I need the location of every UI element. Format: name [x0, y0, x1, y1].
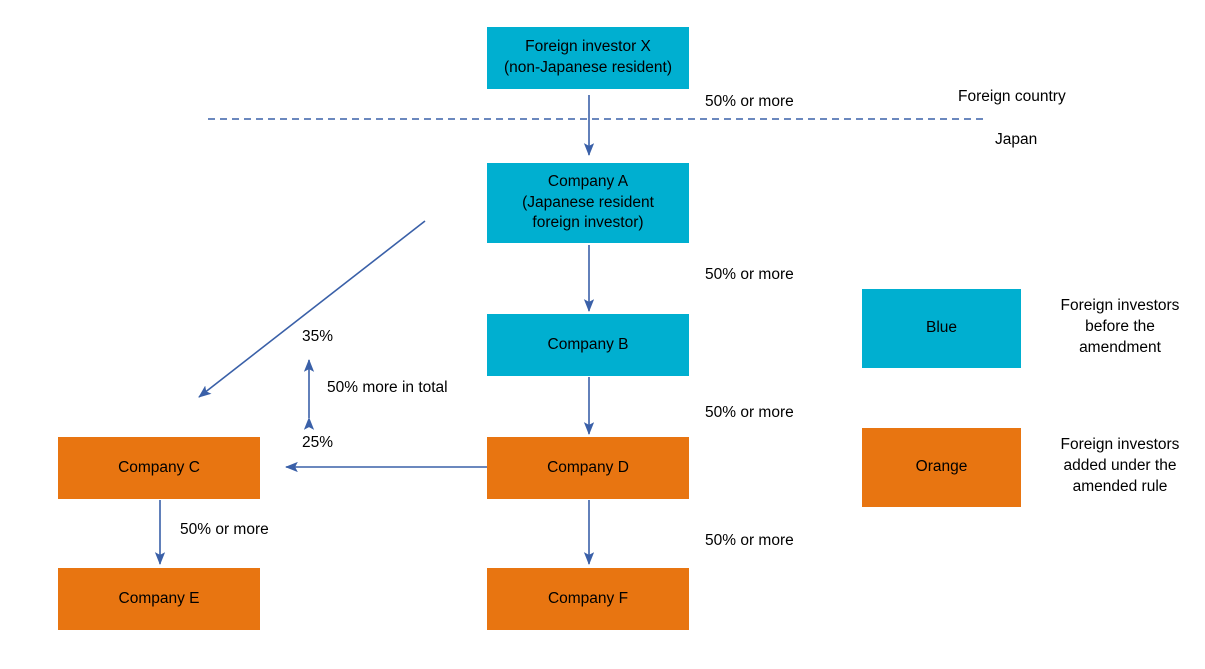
edge-label-x-to-a: 50% or more — [705, 93, 794, 110]
node-foreign-investor-x[interactable]: Foreign investor X (non-Japanese residen… — [487, 27, 689, 89]
edge-label-a-to-b: 50% or more — [705, 266, 794, 283]
node-company-b[interactable]: Company B — [487, 314, 689, 376]
edge-label-d-to-f: 50% or more — [705, 532, 794, 549]
legend-description-blue: Foreign investors before the amendment — [1060, 297, 1180, 356]
region-label-foreign-country: Foreign country — [958, 88, 1066, 105]
node-company-f[interactable]: Company F — [487, 568, 689, 630]
legend-swatch-blue: Blue — [862, 289, 1021, 368]
node-company-c[interactable]: Company C — [58, 437, 260, 499]
node-company-d[interactable]: Company D — [487, 437, 689, 499]
edge-label-d-to-c-percent: 25% — [302, 434, 334, 451]
node-company-e[interactable]: Company E — [58, 568, 260, 630]
legend-description-orange: Foreign investors added under the amende… — [1060, 436, 1180, 495]
edge-label-b-to-d: 50% or more — [705, 404, 794, 421]
node-company-a[interactable]: Company A (Japanese resident foreign inv… — [487, 163, 689, 243]
region-label-japan: Japan — [995, 131, 1038, 148]
edge-label-c-to-e: 50% or more — [180, 521, 269, 538]
edge-label-a-to-c-percent: 35% — [302, 328, 334, 345]
edge-companya-to-companyc-diagonal — [198, 220, 426, 398]
legend-swatch-orange: Orange — [862, 428, 1021, 507]
combined-total-label: 50% more in total — [327, 379, 448, 396]
